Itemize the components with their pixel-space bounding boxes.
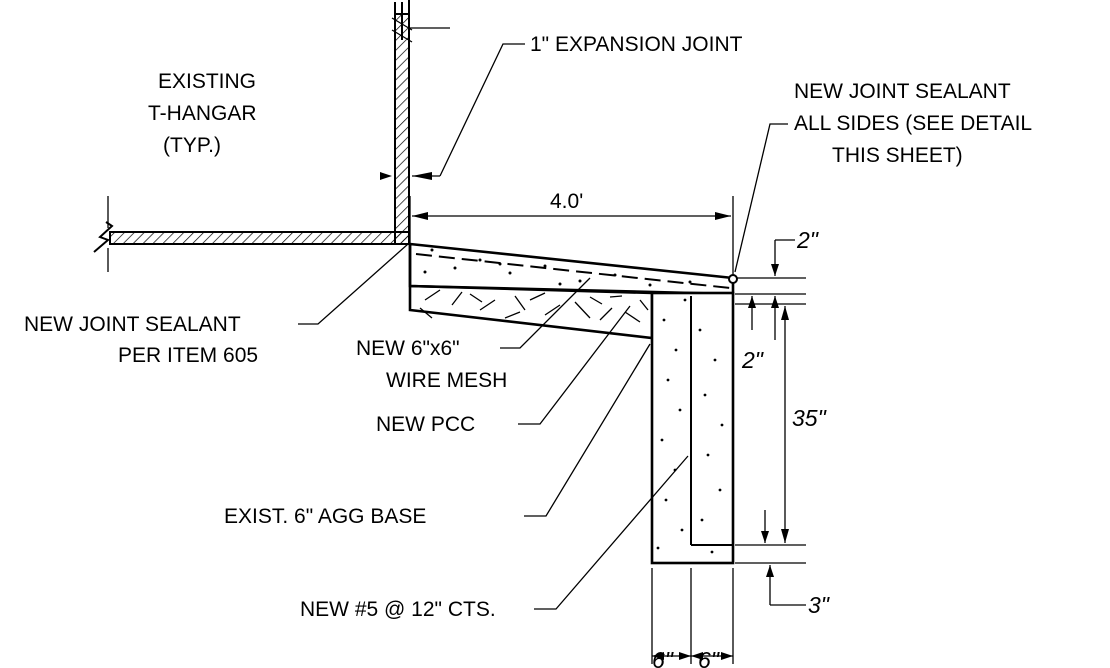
sealant-item-line2: PER ITEM 605	[118, 344, 258, 367]
dimension-depth-35in: 35"	[792, 405, 828, 431]
existing-hangar-line2: T-HANGAR	[148, 102, 257, 125]
wire-mesh-line1: NEW 6"x6"	[356, 337, 460, 360]
dimension-width: 4.0'	[409, 190, 734, 278]
thickened-edge	[650, 291, 735, 565]
dimension-bottom-3in: 3"	[808, 592, 831, 618]
label-sealant-item-605: NEW JOINT SEALANT PER ITEM 605	[24, 243, 409, 367]
wire-mesh-line	[415, 253, 731, 289]
dimension-left-6in: 6"	[652, 647, 675, 668]
wire-mesh-line2: WIRE MESH	[386, 369, 507, 392]
expansion-joint-text: 1" EXPANSION JOINT	[530, 33, 743, 56]
dimension-lower-2in: 2"	[741, 347, 765, 373]
sealant-sides-line2: ALL SIDES (SEE DETAIL	[794, 112, 1032, 135]
sealant-item-line1: NEW JOINT SEALANT	[24, 313, 241, 336]
dimension-vertical: 2" 2" 35" 3"	[733, 227, 850, 618]
label-new-pcc: NEW PCC	[376, 305, 631, 436]
label-wire-mesh: NEW 6"x6" WIRE MESH	[356, 277, 591, 392]
dimension-bottom-widths: 6" 6"	[651, 568, 734, 668]
sealant-sides-line3: THIS SHEET)	[832, 144, 963, 167]
label-rebar: NEW #5 @ 12" CTS.	[300, 455, 689, 621]
existing-hangar-line3: (TYP.)	[163, 134, 221, 157]
sealant-sides-line1: NEW JOINT SEALANT	[794, 80, 1011, 103]
existing-hangar-wall	[391, 0, 450, 245]
label-expansion-joint: 1" EXPANSION JOINT	[380, 33, 743, 180]
new-pcc-text: NEW PCC	[376, 413, 475, 436]
label-agg-base: EXIST. 6" AGG BASE	[224, 343, 651, 528]
existing-hangar-slab	[93, 196, 410, 272]
joint-sealant-dot	[728, 274, 738, 284]
dimension-top-2in: 2"	[796, 227, 820, 253]
dimension-width-value: 4.0'	[550, 190, 583, 213]
rebar-text: NEW #5 @ 12" CTS.	[300, 598, 496, 621]
label-sealant-all-sides: NEW JOINT SEALANT ALL SIDES (SEE DETAIL …	[734, 80, 1032, 273]
existing-hangar-line1: EXISTING	[158, 70, 256, 93]
dimension-right-6in: 6"	[698, 647, 721, 668]
label-existing-hangar: EXISTING T-HANGAR (TYP.)	[148, 70, 257, 157]
agg-base-text: EXIST. 6" AGG BASE	[224, 505, 426, 528]
concrete-stipple-slab	[423, 248, 692, 287]
